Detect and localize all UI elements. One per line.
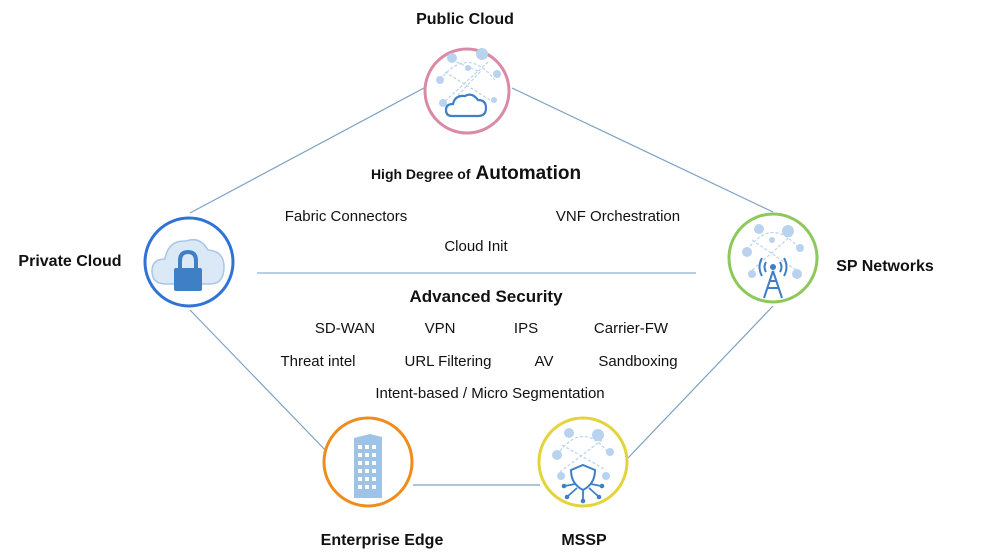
sdwan-label: SD-WAN — [315, 320, 375, 337]
private-cloud-label: Private Cloud — [18, 253, 121, 270]
node-enterprise-edge — [322, 416, 414, 508]
vpn-label: VPN — [425, 320, 456, 337]
vnf-orchestration-label: VNF Orchestration — [556, 208, 680, 225]
cell-tower-icon — [742, 224, 804, 299]
micro-segmentation-label: Intent-based / Micro Segmentation — [375, 385, 604, 402]
node-sp-networks — [727, 212, 819, 304]
node-private-cloud — [143, 216, 235, 308]
node-public-cloud — [423, 47, 511, 135]
cloud-network-icon — [436, 48, 501, 118]
sp-networks-ring — [727, 212, 819, 304]
edge-sp-mssp — [627, 305, 774, 459]
av-label: AV — [535, 353, 554, 370]
public-cloud-label: Public Cloud — [416, 11, 514, 28]
enterprise-edge-label: Enterprise Edge — [321, 532, 444, 549]
office-building-icon — [354, 434, 382, 498]
url-filtering-label: URL Filtering — [405, 353, 492, 370]
edge-private-enterprise — [189, 309, 331, 456]
public-cloud-ring — [423, 47, 511, 135]
automation-heading-prefix: High Degree of — [371, 166, 471, 182]
edge-public-sp — [511, 87, 774, 213]
cloud-lock-icon — [151, 238, 225, 291]
ips-label: IPS — [514, 320, 538, 337]
node-mssp — [537, 416, 629, 508]
shield-network-icon — [552, 428, 614, 504]
mssp-ring — [537, 416, 629, 508]
cloud-init-label: Cloud Init — [444, 238, 508, 255]
connection-lines — [189, 87, 774, 486]
mssp-label: MSSP — [561, 532, 607, 549]
threat-intel-label: Threat intel — [280, 353, 355, 370]
automation-heading: High Degree of Automation — [371, 163, 581, 184]
security-heading: Advanced Security — [409, 287, 563, 306]
sp-networks-label: SP Networks — [836, 258, 934, 275]
sandboxing-label: Sandboxing — [598, 353, 677, 370]
automation-heading-emphasis: Automation — [476, 163, 582, 184]
fabric-connectors-label: Fabric Connectors — [285, 208, 408, 225]
carrier-fw-label: Carrier-FW — [594, 320, 669, 337]
edge-public-private — [189, 87, 425, 214]
